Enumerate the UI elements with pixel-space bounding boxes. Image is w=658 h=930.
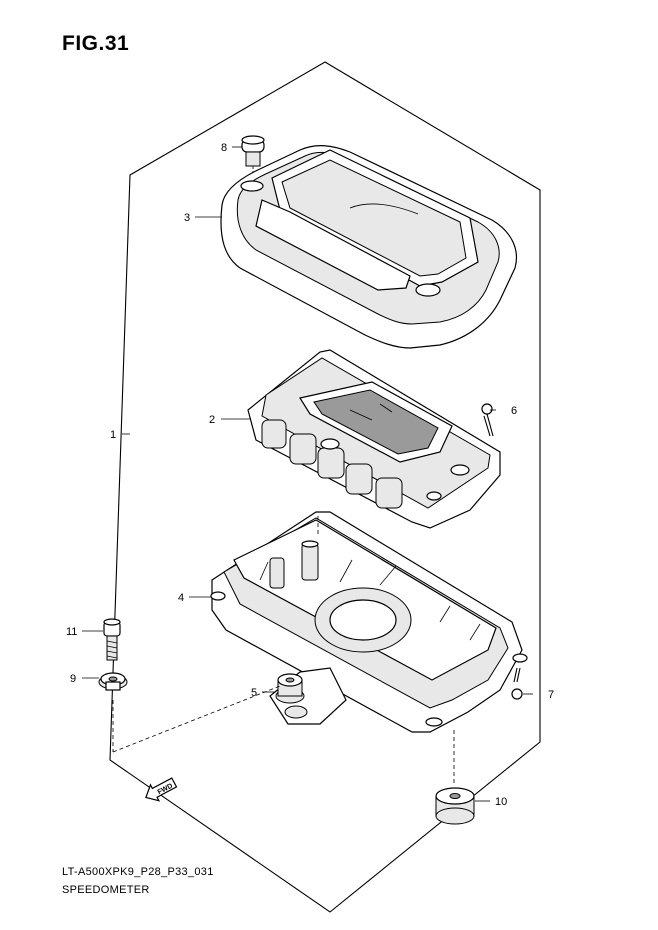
part-3-meter-cover[interactable] [220,145,517,349]
callout-2: 2 [209,414,215,426]
part-2-meter-unit[interactable] [247,349,501,529]
figure-title: FIG.31 [62,32,130,55]
assembly-guide-lines [112,516,455,786]
callout-7: 7 [548,689,554,701]
part-9-collar[interactable] [98,672,128,691]
forward-direction-arrow: FWD [145,777,178,802]
figure-caption: SPEEDOMETER [62,884,150,896]
callout-11: 11 [66,626,77,638]
callout-9: 9 [70,673,76,685]
callout-6: 6 [511,405,517,417]
part-7-screw[interactable] [511,667,523,700]
callout-8: 8 [221,142,227,154]
assembly-boundary-outline [109,61,541,913]
callout-1: 1 [110,429,116,441]
part-10-rubber-mount[interactable] [435,787,475,825]
callout-3: 3 [184,212,190,224]
part-11-bolt[interactable] [103,618,121,661]
callout-5: 5 [251,687,257,699]
part-6-screw[interactable] [481,403,494,437]
callout-4: 4 [178,592,184,604]
callout-10: 10 [495,796,507,808]
model-code: LT-A500XPK9_P28_P33_031 [62,866,214,878]
part-4-meter-case[interactable] [210,511,528,733]
part-5-grommet[interactable] [275,673,305,704]
part-8-screw[interactable] [241,135,265,186]
callout-labels: 1 2 3 4 5 6 7 8 9 10 11 [66,142,554,808]
callout-leaders [82,146,533,802]
